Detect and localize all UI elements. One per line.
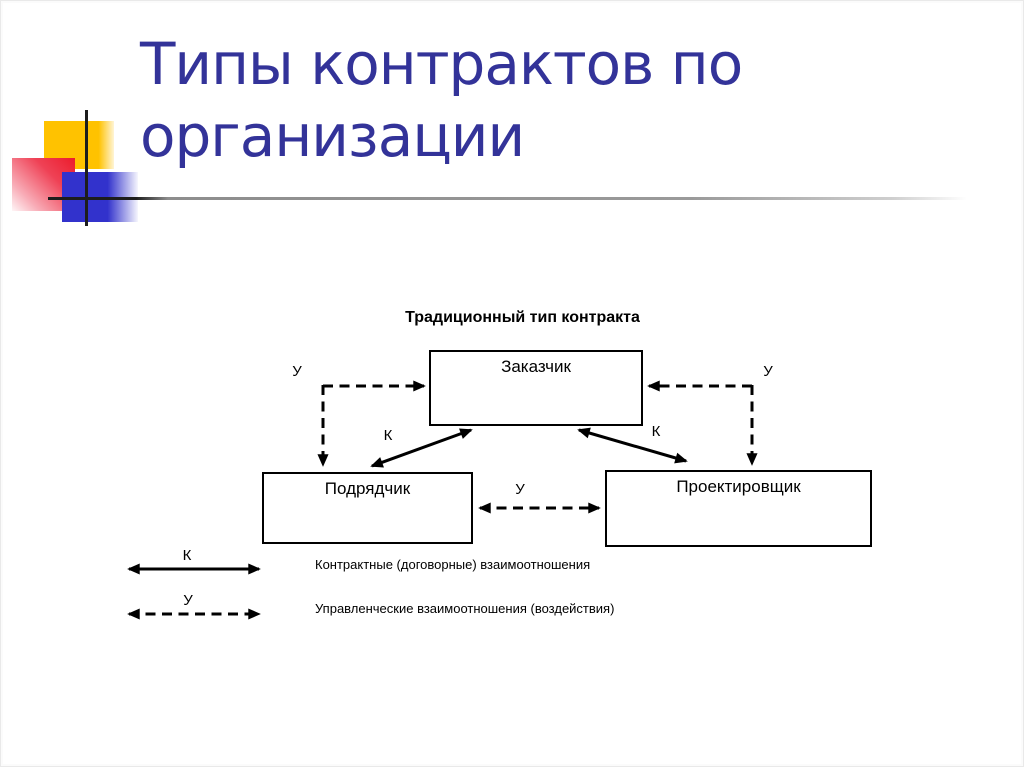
node-designer-label: Проектировщик	[676, 477, 801, 496]
legend-management-text: Управленческие взаимоотношения (воздейст…	[315, 601, 615, 616]
node-customer-label: Заказчик	[501, 357, 571, 376]
legend-contract-text: Контрактные (договорные) взаимоотношения	[315, 557, 591, 572]
edge-label-u-middle: У	[515, 481, 525, 498]
edge-k-right	[577, 427, 688, 464]
diagram-title: Традиционный тип контракта	[405, 309, 640, 326]
edge-label-u-right: У	[763, 363, 773, 380]
legend-k-symbol: К	[182, 547, 192, 564]
legend-u-symbol: У	[183, 592, 193, 609]
edge-label-k-left: К	[383, 427, 393, 444]
accent-vertical-line	[85, 110, 88, 226]
edge-label-k-right: К	[651, 423, 661, 440]
edge-label-u-left: У	[292, 363, 302, 380]
node-contractor: Подрядчик	[262, 472, 473, 544]
node-contractor-label: Подрядчик	[324, 479, 411, 498]
slide-title: Типы контрактов по организации	[140, 30, 743, 170]
title-underline-rule	[48, 197, 967, 200]
node-designer: Проектировщик	[605, 470, 872, 547]
node-customer: Заказчик	[429, 350, 643, 426]
